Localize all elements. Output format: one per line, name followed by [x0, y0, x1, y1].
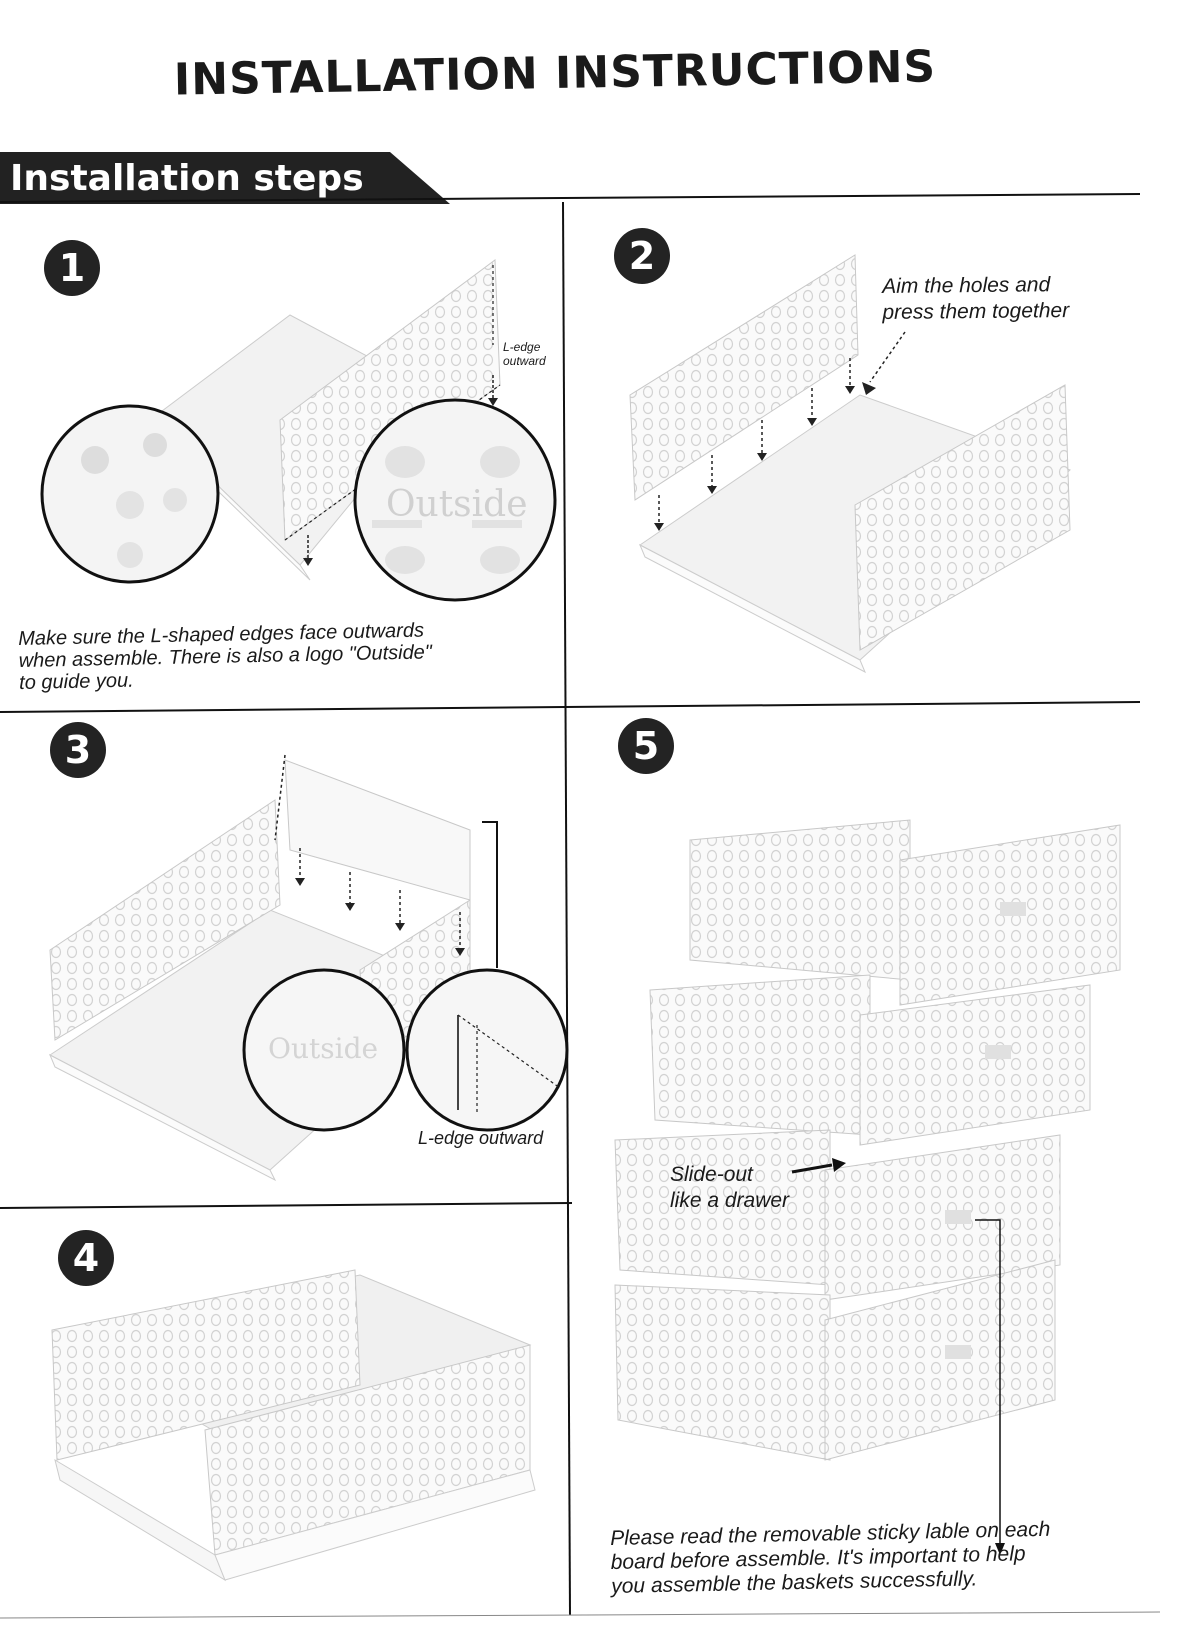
step-3-l-edge-label: L-edge outward: [418, 1128, 544, 1148]
step-2-number: 2: [614, 228, 670, 284]
step-3-number: 3: [50, 722, 106, 778]
step-1-number: 1: [44, 240, 100, 296]
step-4-number: 4: [58, 1230, 114, 1286]
label-line: like a drawer: [670, 1189, 790, 1212]
section-banner: Installation steps: [0, 152, 450, 204]
step-5-caption: Please read the removable sticky lable o…: [610, 1518, 1052, 1599]
banner-label: Installation steps: [10, 158, 364, 199]
step-1-l-edge-label: L-edge outward: [503, 340, 546, 368]
step-5-slide-out-label: Slide-out like a drawer: [670, 1162, 789, 1214]
step-3-circle-logo: Outside: [268, 1032, 379, 1065]
step-1-circle-logo: Outside: [386, 484, 528, 525]
label-line: Slide-out: [670, 1163, 753, 1186]
step-5-number: 5: [618, 718, 674, 774]
